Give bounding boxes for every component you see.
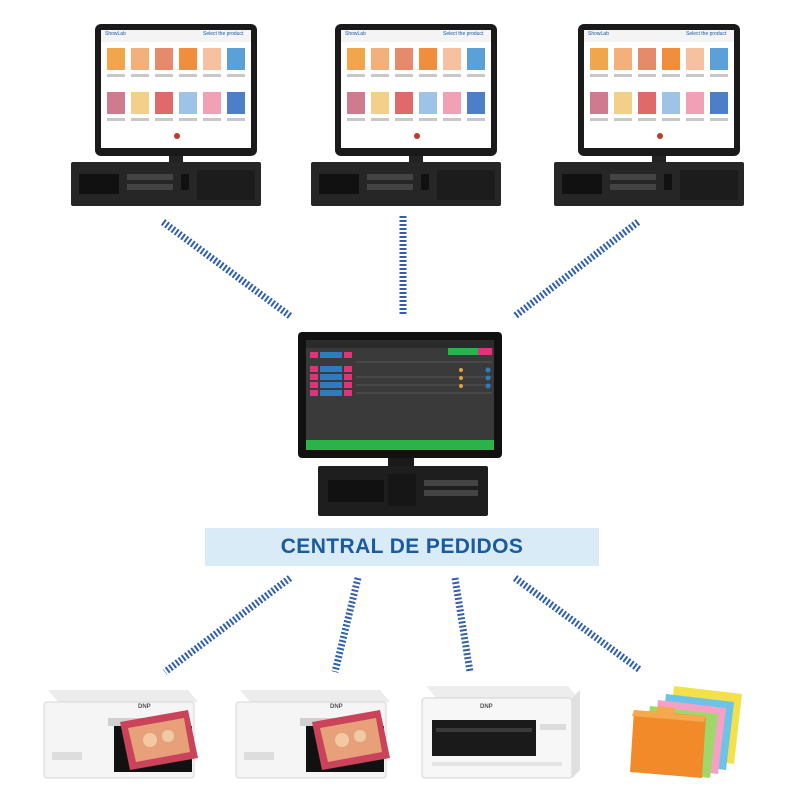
photo-printer-1: DNP [38, 682, 203, 782]
kiosk-header-label: Select the product [686, 31, 727, 37]
link-central-printer2 [331, 577, 362, 673]
kiosk-station-1: ShowLab Select the product [65, 20, 270, 210]
photo-printer-3: DNP [418, 676, 583, 786]
link-central-folders [512, 575, 643, 673]
central-monitor-icon [298, 332, 502, 516]
photo-printer-icon [421, 686, 580, 779]
kiosk-header-label: Select the product [443, 31, 484, 37]
kiosk-monitor-icon [554, 24, 744, 206]
central-de-pedidos-banner: CENTRAL DE PEDIDOS [205, 528, 599, 566]
kiosk-brand-label: ShowLab [105, 31, 126, 37]
printer-brand-label: DNP [480, 704, 493, 710]
photo-printer-icon [235, 690, 390, 779]
printer-brand-label: DNP [330, 704, 343, 710]
photo-printer-icon [43, 690, 198, 779]
kiosk-brand-label: ShowLab [588, 31, 609, 37]
kiosk-monitor-icon [311, 24, 501, 206]
link-kiosk3-central [512, 219, 641, 319]
kiosk-header-label: Select the product [203, 31, 244, 37]
kiosk-station-2: ShowLab Select the product [305, 20, 510, 210]
photo-printer-2: DNP [230, 682, 395, 782]
link-central-printer1 [162, 575, 293, 675]
central-label: CENTRAL DE PEDIDOS [280, 535, 524, 558]
central-station [296, 330, 506, 520]
link-central-printer3 [451, 577, 474, 673]
kiosk-brand-label: ShowLab [345, 31, 366, 37]
link-kiosk1-central [160, 219, 293, 319]
kiosk-station-3: ShowLab Select the product [548, 20, 753, 210]
folders-stack [630, 680, 755, 780]
folders-icon [630, 686, 742, 778]
printer-brand-label: DNP [138, 704, 151, 710]
kiosk-monitor-icon [71, 24, 261, 206]
